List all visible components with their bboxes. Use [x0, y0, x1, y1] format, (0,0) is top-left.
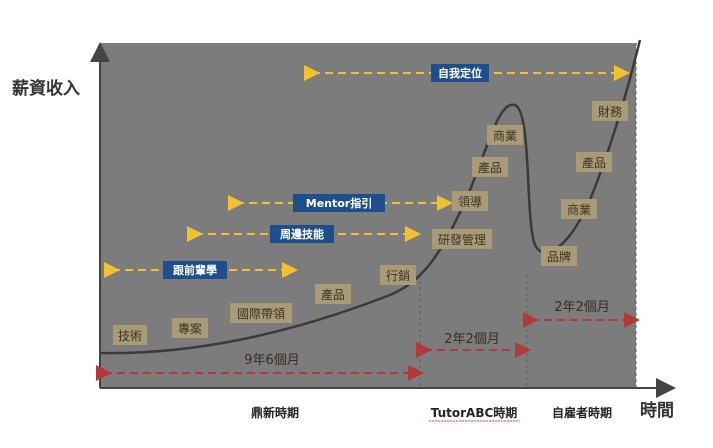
skill-tag: 行銷 — [380, 265, 416, 285]
svg-text:專案: 專案 — [178, 321, 202, 336]
svg-text:產品: 產品 — [478, 160, 502, 175]
svg-text:領導: 領導 — [458, 194, 482, 209]
period-label-self-employed: 自雇者時期 — [552, 405, 612, 420]
skill-tag: 商業 — [561, 199, 597, 219]
skill-tag: 品牌 — [541, 246, 577, 266]
y-axis-label: 薪資收入 — [12, 78, 80, 99]
svg-text:研發管理: 研發管理 — [438, 232, 486, 247]
skill-tag: 研發管理 — [432, 229, 492, 249]
svg-text:品牌: 品牌 — [547, 250, 571, 264]
svg-text:Mentor指引: Mentor指引 — [306, 196, 372, 210]
skill-tag: 產品 — [315, 284, 351, 304]
self-positioning-label: 自我定位 — [431, 64, 489, 82]
skill-tag: 專案 — [172, 318, 208, 338]
svg-text:自我定位: 自我定位 — [438, 66, 482, 80]
skill-tag: 國際帶領 — [230, 303, 292, 323]
skill-tag: 技術 — [113, 325, 147, 345]
skill-tag: 商業 — [487, 125, 523, 145]
svg-text:產品: 產品 — [582, 155, 606, 170]
svg-text:行銷: 行銷 — [386, 268, 410, 283]
period-label-dingxin: 鼎新時期 — [251, 405, 299, 420]
period-label-tutorabc: TutorABC時期 — [431, 405, 518, 420]
svg-text:商業: 商業 — [567, 202, 591, 217]
mentor-label: Mentor指引 — [293, 194, 385, 212]
svg-text:跟前輩學: 跟前輩學 — [173, 263, 217, 277]
x-axis-label: 時間 — [640, 400, 674, 421]
svg-text:技術: 技術 — [118, 329, 142, 343]
duration-label-3: 2年2個月 — [554, 300, 610, 315]
svg-text:國際帶領: 國際帶領 — [237, 306, 285, 321]
svg-text:財務: 財務 — [598, 104, 622, 119]
skill-tag: 產品 — [576, 152, 612, 172]
duration-label-2: 2年2個月 — [444, 332, 500, 347]
duration-label-1: 9年6個月 — [244, 353, 300, 368]
skill-tag: 財務 — [592, 101, 628, 121]
learn-seniors-label: 跟前輩學 — [163, 261, 227, 279]
skill-tag: 領導 — [452, 191, 488, 211]
svg-text:周邊技能: 周邊技能 — [280, 227, 324, 241]
skill-tag: 產品 — [472, 157, 508, 177]
svg-text:商業: 商業 — [493, 128, 517, 143]
peripheral-skills-label: 周邊技能 — [270, 225, 334, 243]
svg-text:產品: 產品 — [321, 287, 345, 302]
